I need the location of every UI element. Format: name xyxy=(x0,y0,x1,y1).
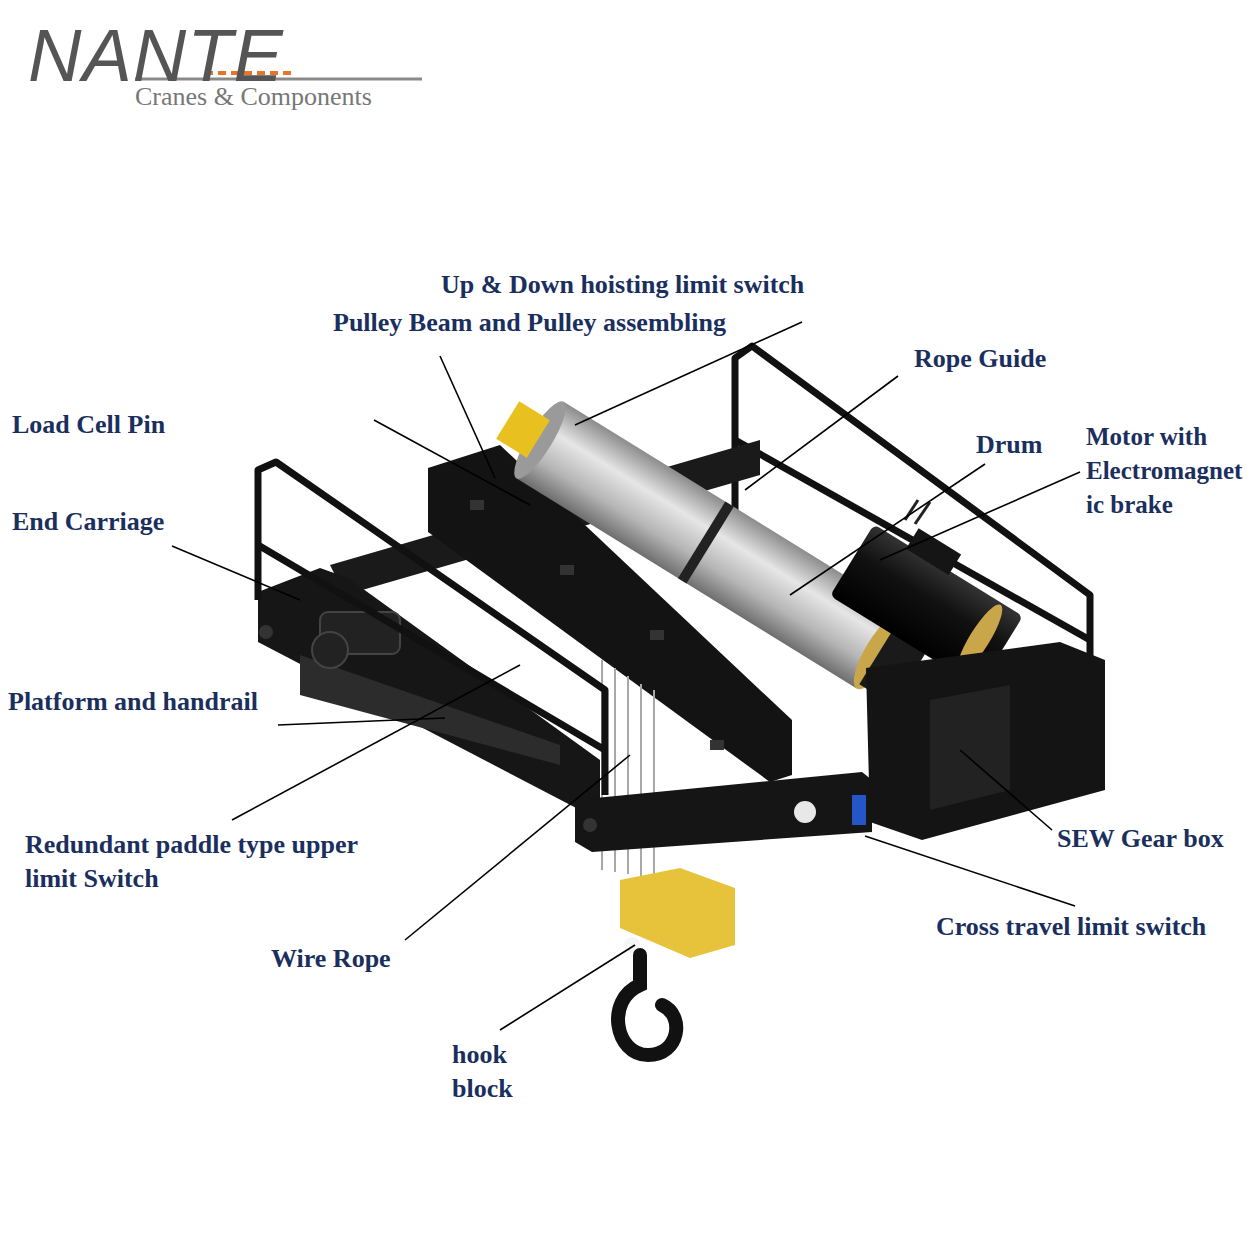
part-label: Cross travel limit switch xyxy=(936,910,1206,944)
wheel-pin xyxy=(583,818,597,832)
part-label: Platform and handrail xyxy=(8,685,258,719)
gear-box xyxy=(866,642,1105,840)
platform xyxy=(300,655,560,765)
part-label: Pulley Beam and Pulley assembling xyxy=(333,306,726,340)
part-label: Redundant paddle type upper limit Switch xyxy=(25,828,370,896)
part-label: hook block xyxy=(452,1038,542,1106)
part-label: Wire Rope xyxy=(271,942,391,976)
limit-switch xyxy=(852,795,866,825)
part-label: Drum xyxy=(976,428,1042,462)
part-label: Rope Guide xyxy=(914,342,1046,376)
handrail xyxy=(258,462,605,795)
front-end-carriage xyxy=(575,772,872,852)
part-label: Load Cell Pin xyxy=(12,408,165,442)
logo-subtitle: Cranes & Components xyxy=(135,80,372,114)
part-label: Motor with Electromagnet ic brake xyxy=(1086,420,1248,521)
part-label: Up & Down hoisting limit switch xyxy=(441,268,804,302)
part-label: SEW Gear box xyxy=(1057,822,1224,856)
wheel-pin xyxy=(259,625,273,639)
gear-box-cover xyxy=(930,685,1010,810)
part-label: End Carriage xyxy=(12,505,164,539)
hook-block xyxy=(620,868,735,958)
hook xyxy=(618,955,676,1055)
indicator xyxy=(794,801,816,823)
